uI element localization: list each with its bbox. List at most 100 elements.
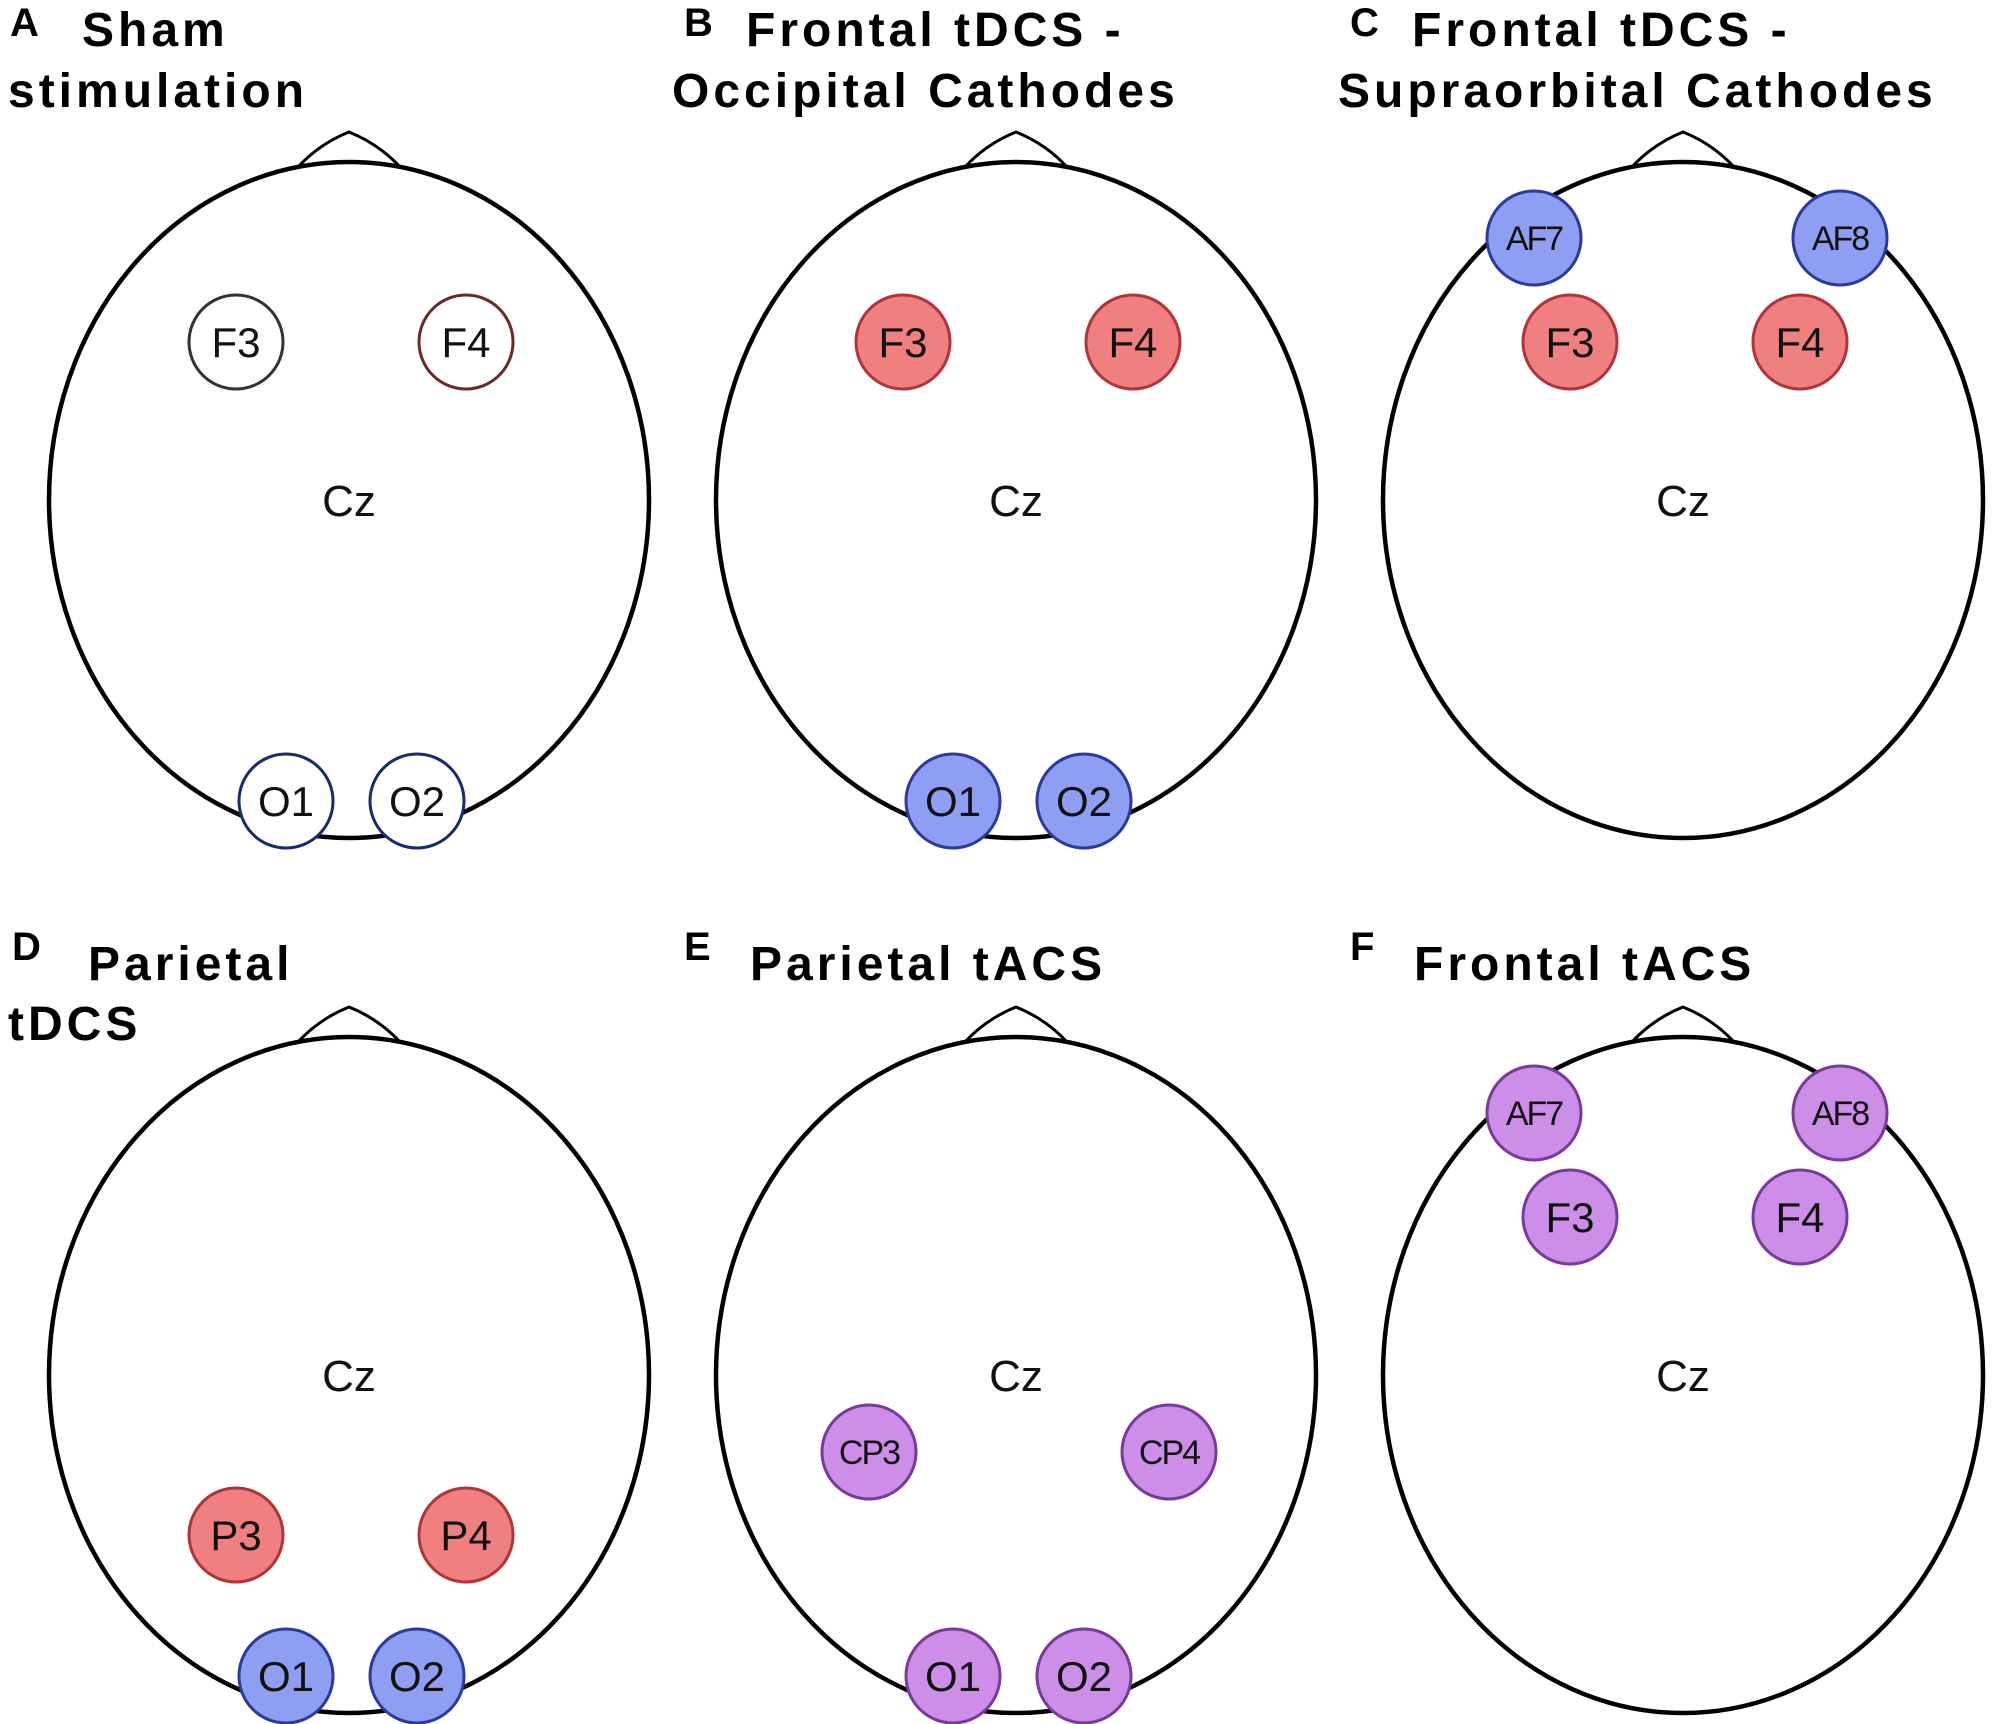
panel-title-line: Parietal tACS [750, 938, 1106, 991]
cz-label: Cz [1656, 477, 1710, 526]
electrode-circle [1791, 1064, 1889, 1162]
electrode-label: O1 [258, 1653, 314, 1700]
panel-title-line: Parietal [88, 938, 293, 991]
nose-outline [293, 1005, 405, 1045]
nose-outline [293, 130, 405, 170]
electrode-label: F3 [1545, 319, 1594, 366]
cz-label: Cz [1656, 1352, 1710, 1401]
electrode-o2: O2 [1035, 1627, 1133, 1724]
electrode-label: O1 [925, 778, 981, 825]
electrode-circle [187, 1486, 285, 1584]
electrode-circle [187, 293, 285, 391]
panel-title-line: Frontal tDCS - [1412, 4, 1791, 57]
cz-label: Cz [322, 1352, 376, 1401]
electrode-f3: F3 [1521, 293, 1619, 391]
electrode-circle [1120, 1403, 1218, 1501]
nose-outline [960, 130, 1072, 170]
electrode-circle [904, 752, 1002, 850]
panel-letter: C [1350, 1, 1379, 45]
electrode-label: F4 [441, 319, 490, 366]
panel-title-line: Frontal tDCS - [746, 4, 1125, 57]
electrode-circle [368, 752, 466, 850]
electrode-f4: F4 [1751, 293, 1849, 391]
cz-label: Cz [989, 477, 1043, 526]
electrode-label: AF7 [1506, 220, 1563, 258]
electrode-label: AF8 [1812, 220, 1869, 258]
electrode-circle [417, 293, 515, 391]
electrode-circle [1791, 189, 1889, 287]
electrode-label: O2 [1056, 1653, 1112, 1700]
electrode-o1: O1 [237, 1627, 335, 1724]
electrode-cp4: CP4 [1120, 1403, 1218, 1501]
electrode-o2: O2 [1035, 752, 1133, 850]
electrode-circle [1485, 1064, 1583, 1162]
electrode-o2: O2 [368, 752, 466, 850]
panel-letter: D [12, 925, 41, 969]
panel-letter: A [10, 1, 39, 45]
nose-outline [960, 1005, 1072, 1045]
electrode-label: AF7 [1506, 1095, 1563, 1133]
cz-label: Cz [322, 477, 376, 526]
electrode-label: F4 [1775, 319, 1824, 366]
electrode-circle [820, 1403, 918, 1501]
panel-title-line: tDCS [8, 998, 141, 1051]
panel-letter: B [684, 1, 713, 45]
electrode-cp3: CP3 [820, 1403, 918, 1501]
electrode-o1: O1 [904, 1627, 1002, 1724]
electrode-circle [1485, 189, 1583, 287]
electrode-label: O2 [389, 778, 445, 825]
electrode-p4: P4 [417, 1486, 515, 1584]
panel-letter: E [684, 925, 711, 969]
electrode-label: F3 [1545, 1194, 1594, 1241]
electrode-o2: O2 [368, 1627, 466, 1724]
electrode-f4: F4 [1084, 293, 1182, 391]
panel-letter: F [1350, 925, 1374, 969]
panel-title-line: Supraorbital Cathodes [1338, 65, 1937, 118]
electrode-label: AF8 [1812, 1095, 1869, 1133]
electrode-label: F4 [1775, 1194, 1824, 1241]
electrode-label: CP3 [839, 1434, 900, 1472]
electrode-o1: O1 [904, 752, 1002, 850]
nose-outline [1627, 130, 1739, 170]
electrode-f3: F3 [854, 293, 952, 391]
electrode-circle [368, 1627, 466, 1724]
nose-outline [1627, 1005, 1739, 1045]
panel-title-line: Sham [82, 4, 229, 57]
electrode-circle [904, 1627, 1002, 1724]
electrode-label: CP4 [1139, 1434, 1200, 1472]
electrode-circle [1035, 752, 1133, 850]
cz-label: Cz [989, 1352, 1043, 1401]
electrode-circle [237, 752, 335, 850]
electrode-f4: F4 [417, 293, 515, 391]
panel-title-line: Frontal tACS [1414, 938, 1755, 991]
electrode-label: O2 [389, 1653, 445, 1700]
electrode-f4: F4 [1751, 1168, 1849, 1266]
electrode-o1: O1 [237, 752, 335, 850]
electrode-f3: F3 [187, 293, 285, 391]
electrode-circle [417, 1486, 515, 1584]
electrode-label: O2 [1056, 778, 1112, 825]
electrode-label: F3 [878, 319, 927, 366]
electrode-f3: F3 [1521, 1168, 1619, 1266]
electrode-circle [1035, 1627, 1133, 1724]
electrode-label: P4 [440, 1512, 491, 1559]
electrode-circle [854, 293, 952, 391]
electrode-circle [1521, 293, 1619, 391]
electrode-af7: AF7 [1485, 189, 1583, 287]
electrode-label: O1 [925, 1653, 981, 1700]
electrode-circle [1084, 293, 1182, 391]
head-outline [713, 1034, 1319, 1716]
electrode-circle [237, 1627, 335, 1724]
electrode-label: F3 [211, 319, 260, 366]
electrode-circle [1751, 293, 1849, 391]
panel-title-line: stimulation [8, 65, 308, 118]
electrode-circle [1751, 1168, 1849, 1266]
electrode-label: P3 [210, 1512, 261, 1559]
electrode-p3: P3 [187, 1486, 285, 1584]
